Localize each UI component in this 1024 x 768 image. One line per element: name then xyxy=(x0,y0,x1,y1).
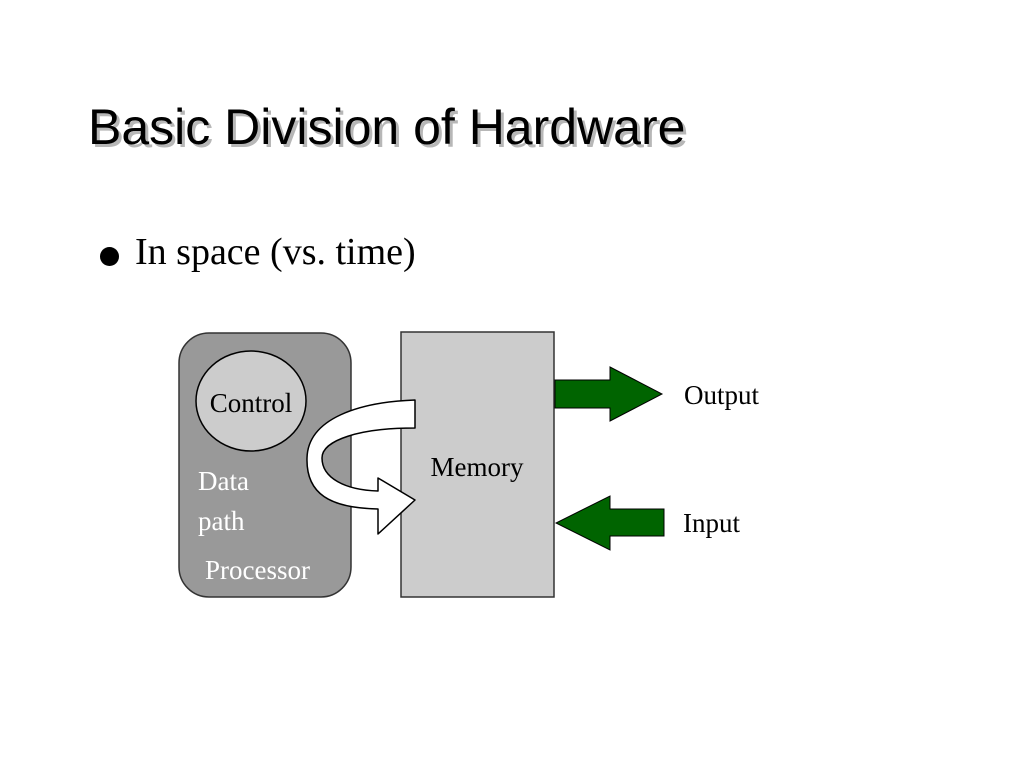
control-label: Control xyxy=(210,388,293,418)
memory-label: Memory xyxy=(431,452,524,482)
memory-block xyxy=(400,331,555,598)
bullet-dot-icon xyxy=(100,247,119,266)
datapath-label-line2: path xyxy=(198,506,245,536)
output-label: Output xyxy=(684,380,760,410)
curved-arrow xyxy=(306,399,416,535)
input-arrow-icon xyxy=(554,495,665,551)
control-circle xyxy=(195,350,307,452)
slide-title: Basic Division of Hardware xyxy=(88,99,686,155)
output-arrow-icon xyxy=(554,366,664,422)
input-label: Input xyxy=(683,508,740,538)
bullet-text: In space (vs. time) xyxy=(135,231,416,273)
processor-label: Processor xyxy=(205,555,310,585)
datapath-label-line1: Data xyxy=(198,466,249,496)
